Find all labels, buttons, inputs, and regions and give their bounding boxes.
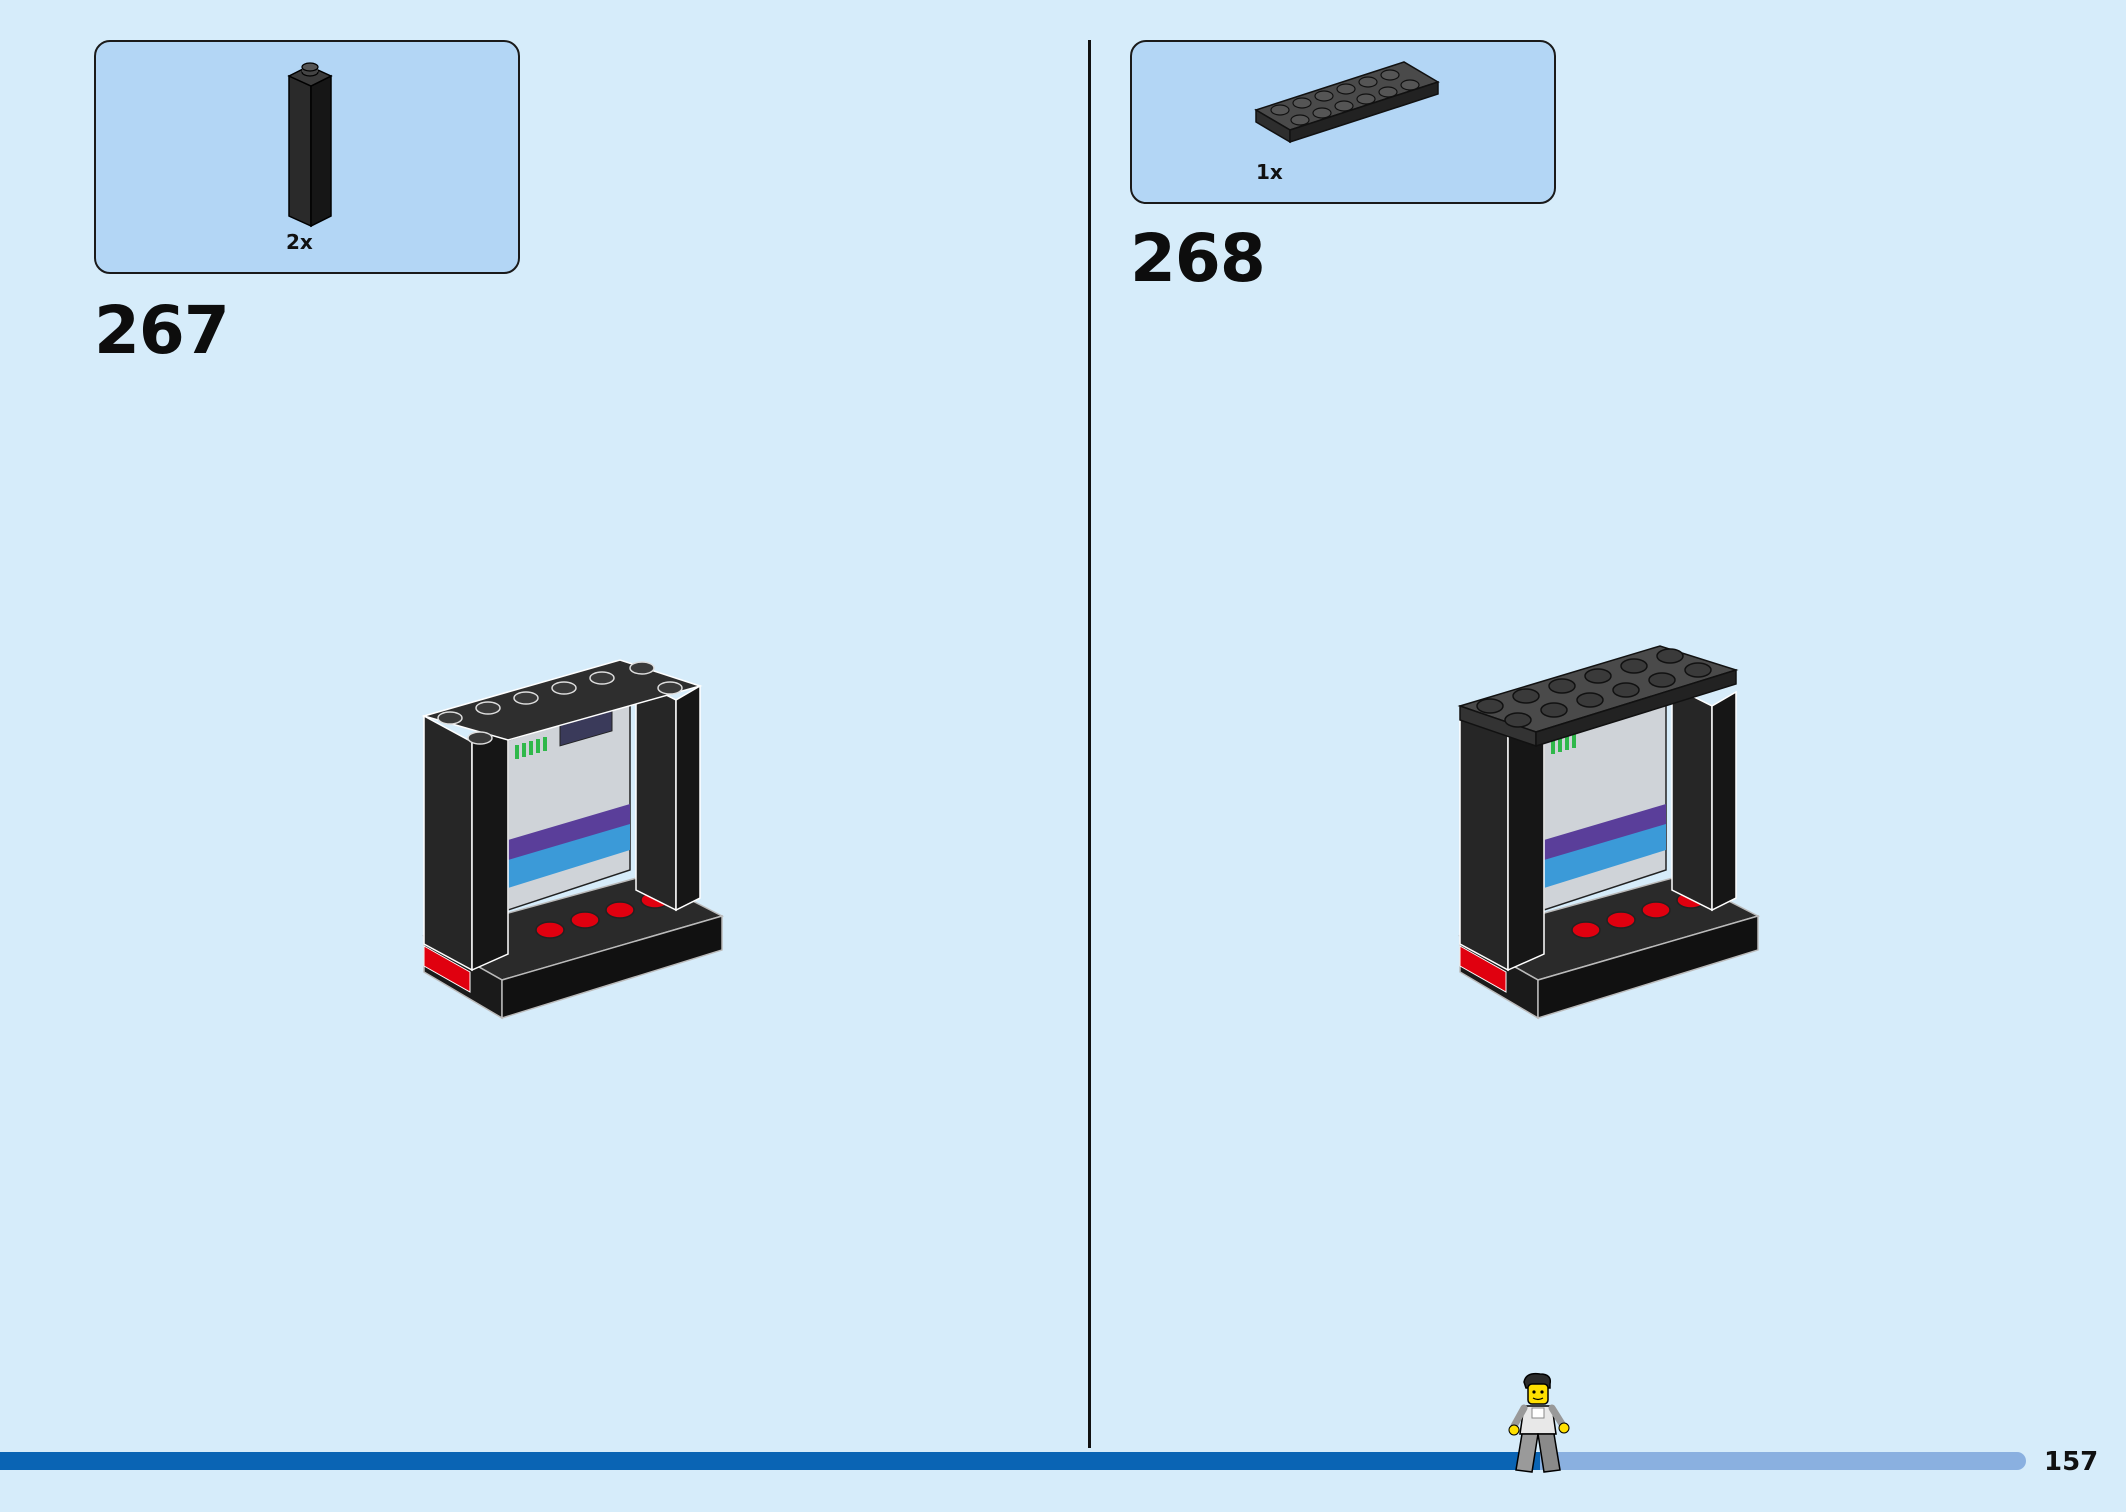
arcade-cabinet-assembly-267: [421, 659, 725, 1020]
build-progress-bar: [0, 1452, 2026, 1470]
page-number: 157: [2044, 1447, 2099, 1477]
step-268-parts-callout: 1x: [1130, 40, 1556, 204]
walking-minifigure-icon: [1508, 1372, 1570, 1473]
step-number: 268: [1130, 220, 1266, 297]
black-1x1-tall-brick-icon: [287, 62, 333, 228]
step-divider: [1088, 40, 1091, 1448]
dark-gray-2x6-plate-icon: [1254, 61, 1440, 144]
part-quantity: 1x: [1256, 160, 1283, 184]
arcade-cabinet-assembly-268: [1457, 645, 1761, 1020]
build-progress-fill: [0, 1452, 1540, 1470]
part-quantity: 2x: [286, 230, 313, 254]
step-number: 267: [94, 292, 230, 369]
step-267-parts-callout: 2x: [94, 40, 520, 274]
